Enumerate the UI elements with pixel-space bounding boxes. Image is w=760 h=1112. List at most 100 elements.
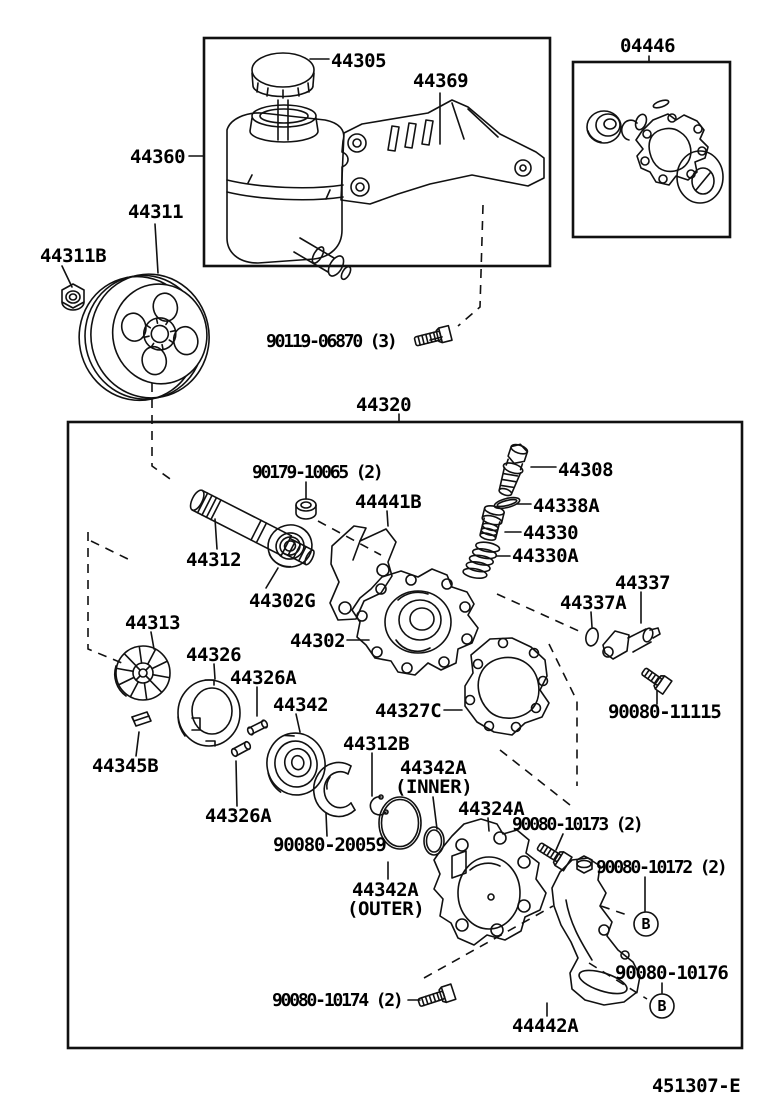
part-label-44308: 44308	[558, 459, 613, 481]
part-label-90080-10173: 90080-10173 (2)	[512, 814, 642, 835]
bolt-10174-drawing	[417, 983, 457, 1007]
bottom-bolt-dashed-line	[423, 905, 554, 979]
part-label-44305: 44305	[331, 50, 386, 72]
part-number-labels: 44305 44369 04446 44360 44311 44311B 901…	[40, 35, 741, 1097]
part-label-44311: 44311	[128, 201, 183, 223]
pin-upper-drawing	[246, 719, 269, 736]
reservoir-tank-drawing	[226, 112, 352, 281]
part-label-90080-10172: 90080-10172 (2)	[596, 857, 726, 878]
oring-inner-drawing	[378, 796, 445, 856]
assembly-boxes	[66, 36, 744, 1050]
leader-44342	[295, 713, 301, 733]
part-label-44312B: 44312B	[343, 733, 409, 755]
nut-90179-drawing	[295, 498, 317, 520]
side-plate-drawing	[312, 761, 356, 818]
part-label-44337: 44337	[615, 572, 670, 594]
union-oring-drawing	[493, 496, 521, 510]
part-label-90080-11115: 90080-11115	[608, 701, 721, 723]
sensor-drawing	[602, 627, 661, 660]
sheet-code: 451307-E	[652, 1075, 740, 1097]
rear-housing-drawing	[433, 818, 547, 946]
gasket-drawing	[464, 637, 550, 736]
leader-44345B	[135, 731, 140, 757]
part-label-44326: 44326	[186, 644, 241, 666]
seal-kit-box-frame	[571, 60, 732, 239]
part-label-90080-10176: 90080-10176	[615, 962, 728, 984]
leader-44313	[150, 631, 155, 650]
leader-90080-10173	[555, 833, 564, 851]
part-drawings	[61, 52, 724, 1007]
circled-b-2-text: B	[657, 997, 666, 1015]
part-label-inner-suffix: (INNER)	[395, 776, 472, 798]
body-housing-dashed-line	[499, 749, 571, 806]
leader-44441B	[386, 510, 389, 527]
part-label-44320: 44320	[356, 394, 411, 416]
circled-b-1-text: B	[641, 915, 650, 933]
control-valve-drawing	[479, 505, 505, 541]
leader-44326	[213, 663, 216, 680]
leader-lines	[61, 55, 663, 1017]
part-label-44337A: 44337A	[560, 592, 627, 614]
part-label-44330A: 44330A	[512, 545, 579, 567]
part-label-44338A: 44338A	[533, 495, 600, 517]
bolt-90119-drawing	[413, 324, 453, 347]
pulley-nut-drawing	[61, 283, 85, 311]
leader-44337A	[590, 611, 593, 628]
rotor-diagonal-dashed-line	[90, 540, 135, 563]
pump-body-drawing	[351, 568, 479, 676]
part-label-44302: 44302	[290, 630, 345, 652]
reservoir-box-frame	[202, 36, 552, 268]
part-label-90179-10065: 90179-10065 (2)	[252, 462, 382, 483]
part-label-44442A: 44442A	[512, 1015, 579, 1037]
circled-b-1: B	[633, 911, 659, 937]
pulley-drawing	[78, 273, 210, 402]
reservoir-cap-drawing	[249, 52, 319, 143]
leader-44311B	[61, 265, 73, 288]
bolt-10173-drawing	[536, 842, 573, 872]
gasket-housing-dashed-line	[548, 643, 578, 786]
part-label-44342A-inner: 44342A	[400, 757, 467, 779]
part-label-44326A-lower: 44326A	[205, 805, 272, 827]
reservoir-bracket-drawing	[340, 99, 545, 205]
part-label-90119-06870: 90119-06870 (3)	[266, 331, 396, 352]
leader-44311	[154, 223, 159, 274]
nut-bracket-dashed-line	[317, 520, 382, 556]
b1-dashed-line	[600, 905, 631, 917]
seal-kit-contents-drawing	[586, 99, 724, 204]
bearing-drawing	[267, 524, 313, 568]
union-bolt-drawing	[498, 443, 529, 497]
part-label-44311B: 44311B	[40, 245, 106, 267]
part-label-44327C: 44327C	[375, 700, 441, 722]
leader-44342A-inner	[432, 796, 438, 830]
part-label-44330: 44330	[523, 522, 578, 544]
part-label-outer-suffix: (OUTER)	[347, 898, 424, 920]
rotor-assembly-drawing	[266, 732, 326, 796]
circled-letter-markers: B B	[633, 911, 675, 1019]
part-label-44342A-outer: 44342A	[352, 879, 419, 901]
valve-spring-drawing	[462, 541, 501, 579]
part-label-44441B: 44441B	[355, 491, 421, 513]
pulley-axis-dashed-line	[151, 383, 174, 482]
part-label-44326A-upper: 44326A	[230, 667, 297, 689]
part-label-44342: 44342	[273, 694, 328, 716]
leader-44326A-2	[235, 760, 238, 807]
part-label-44345B: 44345B	[92, 755, 158, 777]
leader-90080-20059	[325, 812, 328, 837]
part-label-90080-10174: 90080-10174 (2)	[272, 990, 402, 1011]
part-label-44302G: 44302G	[249, 590, 315, 612]
part-label-44324A: 44324A	[458, 798, 525, 820]
bracket-bolt-dashed-line	[457, 204, 484, 327]
b2-dashed-line	[588, 962, 648, 1000]
leader-44324A	[487, 817, 490, 832]
pin-lower-drawing	[230, 740, 252, 758]
part-label-44313: 44313	[125, 612, 180, 634]
cam-ring-drawing	[177, 679, 241, 747]
leader-44312	[214, 518, 218, 550]
circled-b-2: B	[649, 993, 675, 1019]
vane-plate-drawing	[131, 711, 152, 727]
part-label-04446: 04446	[620, 35, 675, 57]
part-label-90080-20059: 90080-20059	[273, 834, 386, 856]
bolt-11115-drawing	[641, 667, 673, 695]
